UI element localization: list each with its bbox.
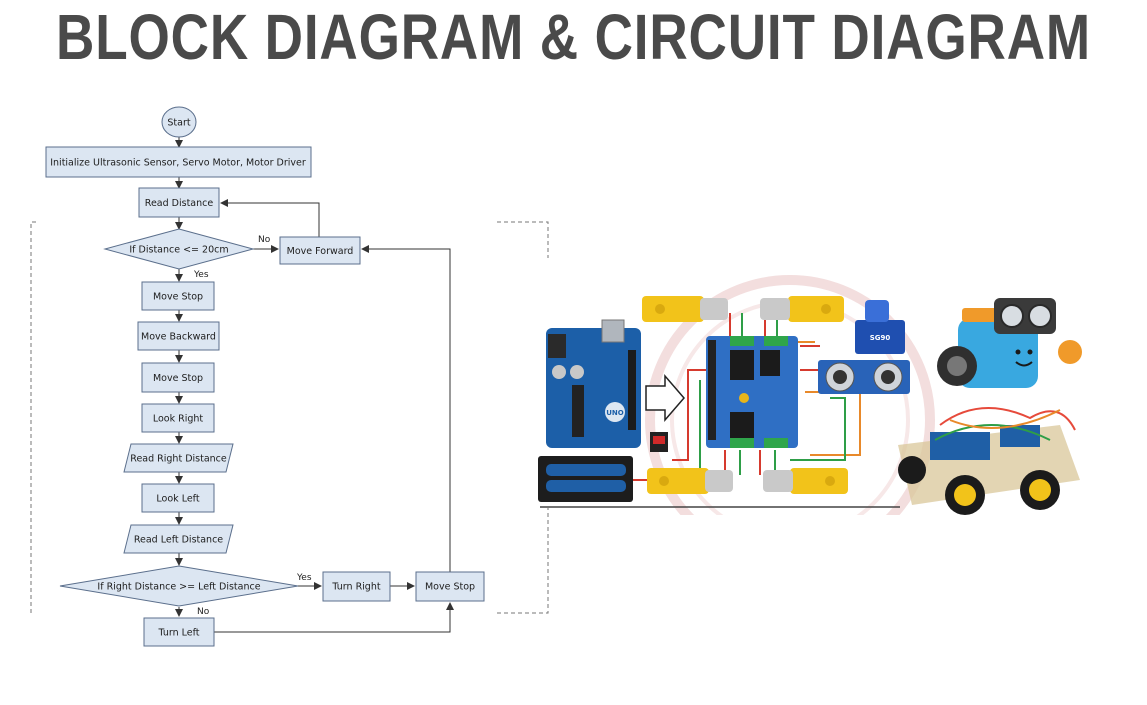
gear-motor-top-right [760,296,844,322]
read-left-label: Read Left Distance [134,535,223,546]
decision1-no-label: No [258,235,271,245]
decision-distance [103,228,255,270]
uno-label: UNO [606,409,624,417]
read-distance-step [138,187,220,218]
gear-motor-top-left [642,296,728,322]
read-right-label: Read Right Distance [130,454,227,465]
decision2-no-label: No [197,607,210,617]
start-node [161,106,197,138]
arduino-uno-board: UNO [546,319,641,448]
move-stop-step-3 [415,571,485,602]
move-stop-step-1 [141,281,215,311]
look-right-step [141,403,215,433]
flowchart: Start Initialize Ultrasonic Sensor, Serv… [45,106,485,647]
decision-compare-label: If Right Distance >= Left Distance [97,582,260,593]
decision-distance-label: If Distance <= 20cm [129,245,228,256]
servo-label: SG90 [870,334,891,342]
decision2-yes-label: Yes [296,573,312,583]
look-left-step [141,483,215,513]
robot-car-photo [898,407,1080,515]
flow-arrow-icon [645,373,685,423]
init-label: Initialize Ultrasonic Sensor, Servo Moto… [50,158,306,169]
look-left-label: Look Left [156,494,199,505]
read-left-io [123,524,234,554]
page-title: BLOCK DIAGRAM & CIRCUIT DIAGRAM [56,1,1091,73]
move-stop-label-2: Move Stop [153,373,203,384]
ultrasonic-sensor [818,360,910,394]
turn-left-step [143,617,215,647]
watermark-ring [645,275,935,515]
robot-toy-illustration [937,298,1082,388]
power-switch [650,432,668,452]
battery-holder [538,456,633,502]
read-right-io [123,443,234,473]
move-forward-label: Move Forward [287,246,354,257]
turn-left-label: Turn Left [157,628,199,639]
move-backward-step [137,321,220,351]
read-distance-label: Read Distance [145,198,214,209]
look-right-label: Look Right [153,414,204,425]
start-label: Start [167,118,190,129]
move-stop-label-3: Move Stop [425,582,475,593]
flow-connectors [175,137,454,633]
turn-right-label: Turn Right [331,582,380,593]
servo-motor: SG90 [855,300,905,354]
move-stop-step-2 [141,362,215,393]
init-step [45,146,312,178]
gear-motor-bottom-left [647,468,733,494]
move-forward-step [279,236,361,265]
decision1-yes-label: Yes [193,270,209,280]
circuit-diagram: UNO [538,275,1082,515]
move-stop-label-1: Move Stop [153,292,203,303]
motor-driver-shield [706,336,798,448]
decision-compare [59,565,299,607]
gear-motor-bottom-right [763,468,848,494]
move-backward-label: Move Backward [141,332,216,343]
turn-right-step [322,571,391,602]
